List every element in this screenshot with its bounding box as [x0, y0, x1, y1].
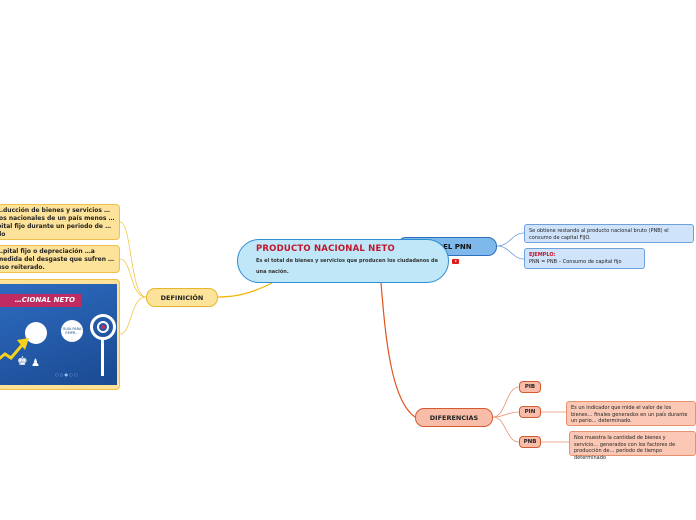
link-diferencias-pib: [492, 386, 520, 418]
definicion-text-box-2[interactable]: …pital fijo o depreciación …a medida del…: [0, 245, 120, 273]
definicion-image-frame[interactable]: …CIONAL NETO GUÍA PARA EMPR… ♚ ♟ ○ ○ ● ○…: [0, 279, 120, 390]
chess-king-icon: ♚: [17, 354, 28, 368]
youtube-icon[interactable]: [452, 259, 459, 264]
image-circle-icon: [25, 322, 47, 344]
pib-node[interactable]: PIB: [519, 381, 541, 393]
central-topic[interactable]: PRODUCTO NACIONAL NETO Es el total de bi…: [237, 239, 449, 283]
link-central-diferencias: [380, 282, 416, 418]
pnb-node[interactable]: PNB: [519, 436, 541, 448]
ejemplo-formula: PNN = PNB – Consumo de capital fijo: [529, 259, 622, 265]
link-obtencion-ejemplo: [496, 245, 525, 260]
definicion-image: …CIONAL NETO GUÍA PARA EMPR… ♚ ♟ ○ ○ ● ○…: [0, 284, 117, 385]
link-obtencion-box1: [496, 232, 525, 247]
ejemplo-box[interactable]: EJEMPLO: PNN = PNB – Consumo de capital …: [524, 248, 645, 269]
diferencias-node[interactable]: DIFERENCIAS: [415, 408, 493, 427]
chess-pawn-icon: ♟: [31, 358, 40, 369]
obtencion-text: Se obtiene restando al producto nacional…: [529, 228, 669, 241]
image-title-banner: …CIONAL NETO: [0, 294, 81, 307]
link-diferencias-pin: [492, 411, 520, 418]
link-definicion-box1: [119, 221, 147, 298]
link-definicion-image: [119, 296, 147, 335]
pin-text-box[interactable]: Es un indicador que mide el valor de los…: [566, 401, 696, 426]
definicion-text-1: …ducción de bienes y servicios … los nac…: [0, 207, 115, 238]
definicion-node[interactable]: DEFINICIÓN: [146, 288, 218, 307]
central-description: Es el total de bienes y servicios que pr…: [256, 258, 438, 275]
pnb-text-box[interactable]: Nos muestra la cantidad de bienes y serv…: [569, 431, 696, 461]
definicion-text-box-1[interactable]: …ducción de bienes y servicios … los nac…: [0, 204, 120, 240]
link-definicion-box2: [119, 258, 147, 298]
pin-node[interactable]: PIN: [519, 406, 541, 418]
slide-dots-icon: ○ ○ ● ○ ○: [55, 372, 78, 377]
ejemplo-label: EJEMPLO:: [529, 252, 556, 258]
pin-text: Es un indicador que mide el valor de los…: [571, 405, 688, 424]
definicion-text-2: …pital fijo o depreciación …a medida del…: [0, 248, 115, 271]
target-pole-icon: [101, 340, 104, 376]
link-central-definicion: [217, 282, 273, 298]
growth-arrow-icon: [0, 338, 29, 360]
obtencion-text-box[interactable]: Se obtiene restando al producto nacional…: [524, 224, 694, 243]
target-icon: [90, 314, 116, 340]
pnb-text: Nos muestra la cantidad de bienes y serv…: [574, 435, 676, 461]
link-diferencias-pnb: [492, 416, 520, 443]
central-title: PRODUCTO NACIONAL NETO: [256, 244, 395, 254]
image-badge: GUÍA PARA EMPR…: [61, 320, 83, 342]
